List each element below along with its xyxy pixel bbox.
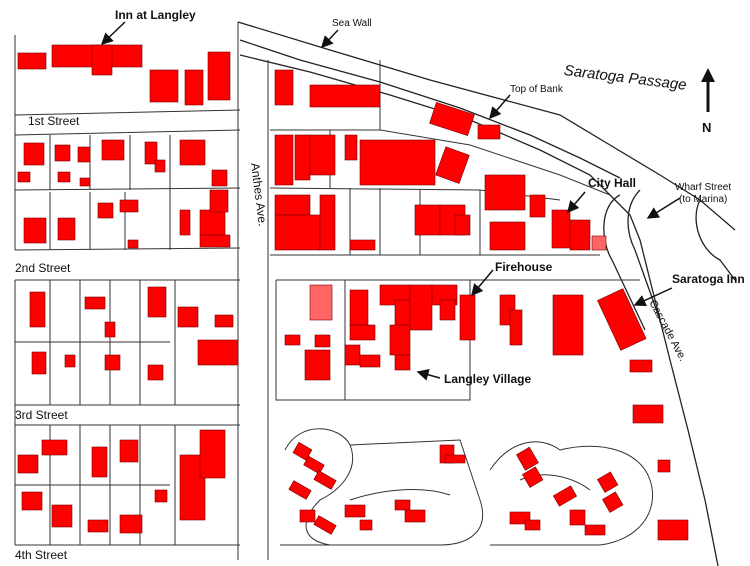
label-to-marina: (to Marina) [679,194,728,205]
buildings [17,44,689,541]
label-sea-wall: Sea Wall [332,18,372,29]
label-north: N [702,120,712,135]
shoreline [237,21,736,566]
label-langley-village: Langley Village [444,372,532,386]
label-city-hall: City Hall [588,176,637,190]
callout-arrows [100,21,681,381]
label-wharf-street: Wharf Street [675,182,732,193]
label-fourth-street: 4th Street [15,548,68,562]
label-second-street: 2nd Street [15,261,71,275]
north-arrow-icon [701,68,715,112]
label-top-of-bank: Top of Bank [510,84,563,95]
label-first-street: 1st Street [28,114,80,128]
langley-village-streets [280,428,654,546]
label-saratoga-inn: Saratoga Inn [672,272,745,286]
block-outlines [14,22,640,560]
label-third-street: 3rd Street [15,408,68,422]
label-inn-at-langley: Inn at Langley [115,8,196,22]
label-firehouse: Firehouse [495,260,553,274]
